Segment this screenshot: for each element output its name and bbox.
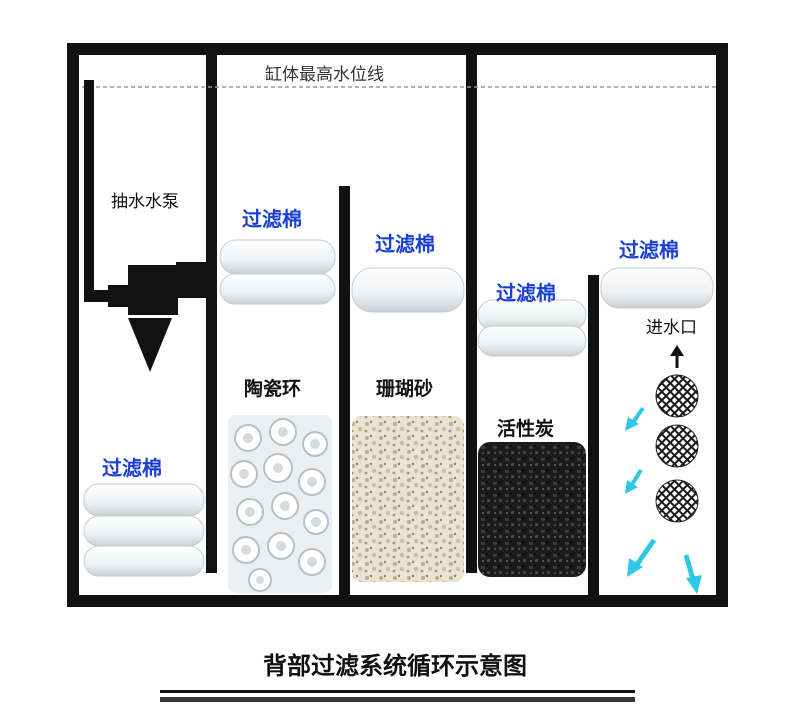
filter-cotton-label-1: 过滤棉: [102, 456, 162, 480]
inlet-label: 进水口: [646, 318, 697, 338]
filter-cotton-chamber4: [477, 299, 587, 357]
caption-underline-top: [160, 690, 635, 693]
inlet-up-arrow: [670, 345, 684, 368]
pump-down-arrow: [128, 318, 172, 372]
coral-sand-media: [352, 416, 464, 582]
filter-cotton-label-3: 过滤棉: [375, 232, 435, 256]
filter-cotton-label-2: 过滤棉: [242, 207, 302, 231]
divider-2: [339, 186, 350, 595]
ceramic-rings-label: 陶瓷环: [244, 378, 302, 400]
tank-right-wall: [716, 43, 728, 607]
pump-pipe-vertical: [84, 80, 94, 300]
tank-top-border: [67, 43, 728, 55]
pump-outlet: [176, 262, 206, 298]
pump-body: [128, 265, 178, 315]
mesh-ball-2: [655, 424, 699, 468]
coral-sand-label: 珊瑚砂: [376, 378, 434, 400]
diagram-caption: 背部过滤系统循环示意图: [263, 652, 527, 680]
filter-cotton-label-5: 过滤棉: [619, 238, 679, 262]
divider-3: [466, 43, 477, 573]
tank-bottom: [67, 595, 728, 607]
ceramic-rings-media: [228, 415, 332, 593]
activated-carbon-label: 活性炭: [497, 418, 555, 440]
activated-carbon-media: [478, 442, 586, 577]
flow-arrow-2: [625, 468, 643, 494]
flow-arrow-4: [683, 554, 702, 594]
filter-cotton-label-4: 过滤棉: [496, 281, 556, 305]
divider-4: [588, 275, 599, 595]
flow-arrow-3: [627, 538, 657, 577]
max-water-line-label: 缸体最高水位线: [265, 65, 384, 85]
flow-arrows: [625, 406, 702, 594]
pump-connector: [108, 285, 130, 307]
filter-cotton-chamber5: [600, 267, 714, 309]
filter-cotton-chamber2: [219, 239, 336, 305]
caption-underline-bottom: [160, 697, 635, 702]
tank-left-wall: [67, 43, 79, 607]
pump-label: 抽水水泵: [111, 192, 179, 212]
flow-arrow-1: [625, 406, 645, 431]
mesh-ball-3: [655, 479, 699, 523]
filter-cotton-chamber3: [351, 267, 465, 313]
mesh-ball-1: [655, 374, 699, 418]
divider-1: [206, 43, 217, 573]
filter-cotton-chamber1: [83, 483, 205, 577]
